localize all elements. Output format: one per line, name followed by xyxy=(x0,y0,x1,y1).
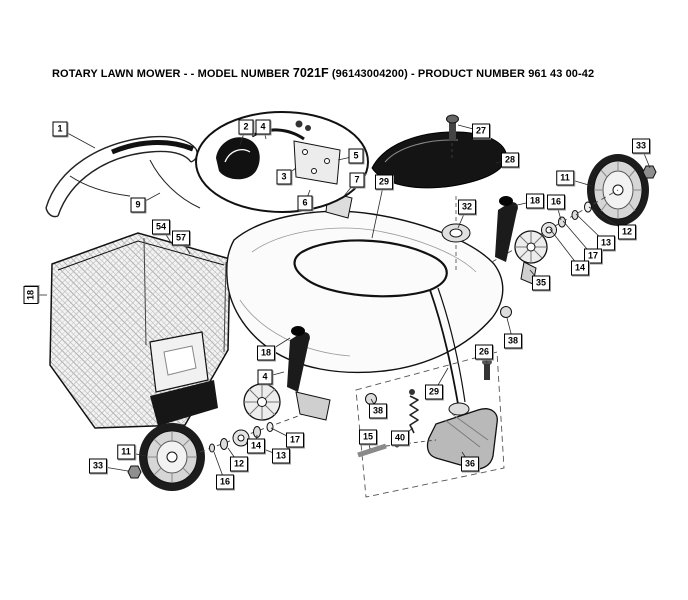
gearbox-assembly xyxy=(355,351,505,498)
part-callout-33-4: 33 xyxy=(631,138,651,154)
part-callout-54-16: 54 xyxy=(151,219,171,235)
part-callout-1-0: 1 xyxy=(52,121,68,137)
part-callout-35-22: 35 xyxy=(531,275,551,291)
grass-bag xyxy=(49,232,231,429)
part-callout-11-11: 11 xyxy=(556,170,574,186)
inset-detail-circle xyxy=(195,111,369,213)
part-callout-16-15: 16 xyxy=(546,194,566,210)
part-callout-17-35: 17 xyxy=(285,432,305,448)
bottom-axle-hardware xyxy=(199,407,321,453)
part-callout-57-17: 57 xyxy=(171,230,191,246)
part-callout-28-6: 28 xyxy=(500,152,520,168)
part-callout-14-36: 14 xyxy=(246,438,266,454)
height-lever-right xyxy=(495,196,548,318)
part-callout-38-24: 38 xyxy=(503,333,523,349)
part-callout-38-29: 38 xyxy=(368,403,388,419)
title-suffix: (96143004200) - PRODUCT NUMBER 961 43 00… xyxy=(328,68,595,80)
part-callout-32-13: 32 xyxy=(457,199,477,215)
part-callout-12-38: 12 xyxy=(229,456,249,472)
title-prefix: ROTARY LAWN MOWER - - MODEL NUMBER xyxy=(52,68,293,80)
part-callout-18-26: 18 xyxy=(256,345,276,361)
part-callout-18-23: 18 xyxy=(23,285,39,305)
height-lever-lower xyxy=(243,326,377,421)
deck-pulley xyxy=(441,196,471,272)
part-callout-33-34: 33 xyxy=(88,458,108,474)
front-wheel-left xyxy=(127,423,205,491)
page-title: ROTARY LAWN MOWER - - MODEL NUMBER 7021F… xyxy=(52,66,662,80)
part-callout-29-28: 29 xyxy=(424,384,444,400)
part-callout-40-31: 40 xyxy=(390,430,410,446)
part-callout-11-33: 11 xyxy=(117,444,135,460)
part-callout-7-9: 7 xyxy=(349,172,365,188)
part-callout-5-5: 5 xyxy=(348,148,364,164)
part-callout-15-30: 15 xyxy=(358,429,378,445)
part-callout-12-18: 12 xyxy=(617,224,637,240)
handle-assembly xyxy=(45,135,201,218)
title-model-number: 7021F xyxy=(292,66,329,80)
part-callout-14-21: 14 xyxy=(570,260,590,276)
part-callout-2-1: 2 xyxy=(238,119,254,135)
part-callout-26-25: 26 xyxy=(474,344,494,360)
part-callout-3-8: 3 xyxy=(276,169,292,185)
part-callout-6-12: 6 xyxy=(297,195,313,211)
part-callout-13-37: 13 xyxy=(271,448,291,464)
belt-to-gearbox xyxy=(429,289,459,405)
part-callout-9-7: 9 xyxy=(130,197,146,213)
part-callout-4-2: 4 xyxy=(255,119,271,135)
part-callout-29-10: 29 xyxy=(374,174,394,190)
part-callout-36-32: 36 xyxy=(460,456,480,472)
part-callout-16-39: 16 xyxy=(215,474,235,490)
part-callout-18-14: 18 xyxy=(525,193,545,209)
part-callout-4-27: 4 xyxy=(257,369,273,385)
part-callout-27-3: 27 xyxy=(471,123,491,139)
